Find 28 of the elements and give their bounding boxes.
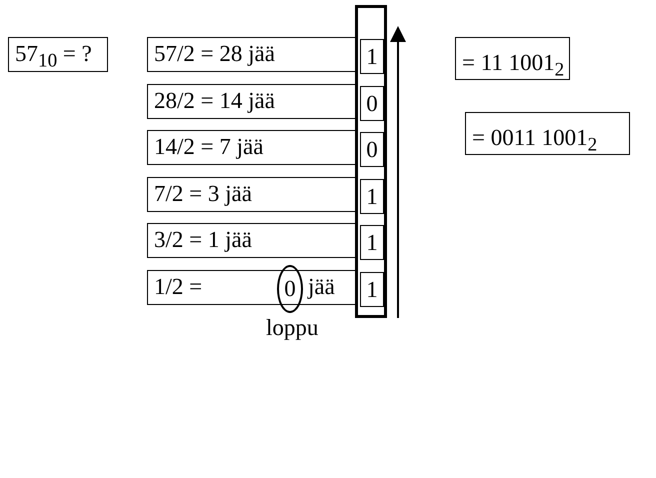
remainder-cell: 1	[360, 272, 384, 307]
ellipse-mark: 0	[277, 265, 303, 313]
remainder-cell: 1	[360, 39, 384, 74]
text-box	[147, 223, 357, 258]
equation-text: 14/2 = 7 jää	[154, 134, 264, 160]
text-box	[465, 112, 630, 155]
text-box	[147, 84, 357, 119]
text-box	[147, 270, 357, 305]
remainder-cell: 0	[360, 86, 384, 121]
equation-text: 7/2 = 3 jää	[154, 181, 252, 207]
equation-text: 57/2 = 28 jää	[154, 41, 275, 67]
equation-text: 57$_{10}$ = ?	[15, 41, 92, 73]
text-box	[455, 37, 570, 80]
remainder-cell: 1	[360, 179, 384, 214]
remainder-cell: 1	[360, 225, 384, 260]
equation-text: 3/2 = 1 jää	[154, 227, 252, 253]
equation-text: jää	[308, 274, 335, 300]
text-box	[8, 37, 108, 72]
text-box	[147, 37, 357, 72]
equation-text: = 11 1001$_{2}$	[462, 50, 564, 82]
equation-text: 28/2 = 14 jää	[154, 88, 275, 114]
column-frame	[355, 5, 387, 318]
text-box	[147, 130, 357, 165]
caption-text: loppu	[266, 315, 318, 341]
equation-text: = 0011 1001$_{2}$	[472, 125, 598, 157]
text-box	[147, 177, 357, 212]
equation-text: 1/2 =	[154, 274, 202, 300]
remainder-cell: 0	[360, 132, 384, 167]
